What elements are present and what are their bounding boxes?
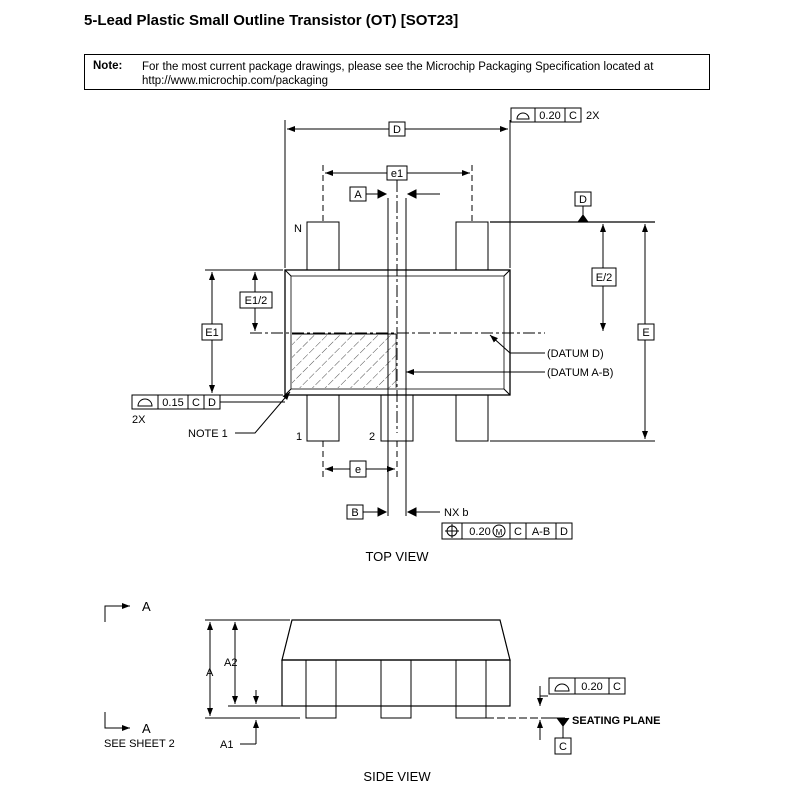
fcf-top-tol: 0.20	[539, 110, 560, 122]
lead-bottom-1	[306, 394, 340, 442]
nxb-label: NX b	[444, 507, 468, 519]
section-A-bottom: A	[142, 721, 151, 736]
note-label: Note:	[93, 60, 123, 72]
note-text: For the most current package drawings, p…	[142, 60, 653, 88]
datum-B-label: B	[351, 507, 358, 519]
fcf-pos-tol: 0.20	[469, 526, 490, 538]
dim-A2-label: A2	[224, 657, 237, 669]
seating-plane-label: SEATING PLANE	[572, 715, 660, 727]
dim-A1-label: A1	[220, 739, 233, 751]
dim-D-label: D	[393, 124, 401, 136]
section-A-top: A	[142, 599, 151, 614]
side-body	[281, 619, 511, 661]
dim-E1-label: E1	[205, 327, 218, 339]
lead-bottom-3	[455, 394, 489, 442]
dim-e1-label: e1	[391, 168, 403, 180]
side-lead-1	[305, 659, 337, 719]
top-view-caption: TOP VIEW	[365, 549, 429, 564]
lead-top-left	[306, 221, 340, 271]
datum-D-marker-label: D	[579, 194, 587, 206]
lead-top-right	[455, 221, 489, 271]
fcf-top-mult: 2X	[586, 110, 600, 122]
datum-C-label: C	[559, 741, 567, 753]
page-title: 5-Lead Plastic Small Outline Transistor …	[84, 12, 459, 29]
fcf-pos-ref2: A-B	[532, 526, 550, 538]
side-lead-2	[380, 659, 412, 719]
side-lead-3	[455, 659, 487, 719]
pin-2-label: 2	[369, 431, 375, 443]
fcf-pos-ref1: C	[514, 526, 522, 538]
side-view-caption: SIDE VIEW	[363, 769, 431, 784]
fcf-seat-tol: 0.20	[581, 681, 602, 693]
note1-label: NOTE 1	[188, 428, 228, 440]
pin-N-label: N	[294, 223, 302, 235]
fcf-top-ref: C	[569, 110, 577, 122]
note1-hatch	[292, 334, 396, 388]
datum-D-callout: (DATUM D)	[547, 348, 604, 360]
fcf-seat-ref: C	[613, 681, 621, 693]
dim-A-label: A	[206, 667, 214, 679]
fcf-pos-ref3: D	[560, 526, 568, 538]
fcf-left-ref1: C	[192, 397, 200, 409]
dim-E-label: E	[642, 327, 649, 339]
dim-E1-half-label: E1/2	[245, 295, 268, 307]
note-line-2: http://www.microchip.com/packaging	[142, 75, 328, 87]
dim-E-half-label: E/2	[596, 272, 613, 284]
fcf-left-ref2: D	[208, 397, 216, 409]
fcf-pos-modifier: M	[496, 528, 503, 537]
datum-AB-callout: (DATUM A-B)	[547, 367, 613, 379]
pin-1-label: 1	[296, 431, 302, 443]
note-box: Note: For the most current package drawi…	[84, 54, 710, 90]
see-sheet-label: SEE SHEET 2	[104, 738, 175, 750]
datum-A-label: A	[354, 189, 362, 201]
fcf-left-tol: 0.15	[162, 397, 183, 409]
note-line-1: For the most current package drawings, p…	[142, 61, 654, 73]
fcf-left-mult: 2X	[132, 414, 146, 426]
dim-e-label: e	[355, 464, 361, 476]
